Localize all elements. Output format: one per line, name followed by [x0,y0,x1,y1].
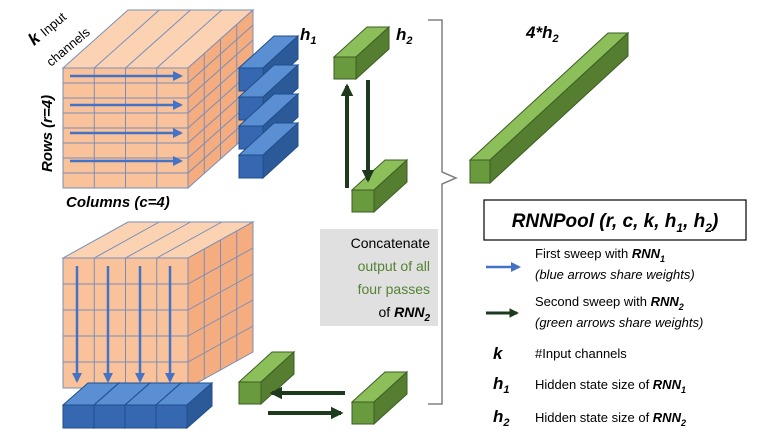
h2-green-block [350,370,409,426]
top-row-sweep-arrows [70,71,183,166]
legend-h2-symbol: h2 [493,407,510,429]
top-green-outputs [332,25,409,214]
h2-green-block [237,350,296,406]
h1-blue-stack [237,34,300,180]
legend: First sweep with RNN1 (blue arrows share… [486,246,703,429]
cube-front-face [155,404,188,429]
legend-h1-text: Hidden state size of RNN1 [535,377,686,395]
legend-h1-symbol: h1 [493,374,510,396]
concat-line4: of RNN2 [379,304,431,324]
bottom-input-tensor [61,221,255,389]
cube-front-face [62,404,95,429]
cube-front-face [124,404,157,429]
bottom-column-sweep-arrows [72,266,175,383]
cube-front-face [238,154,264,179]
cube-front-face [351,401,375,425]
long-bar-top-face [468,32,630,161]
legend-k-symbol: k [493,344,504,363]
bottom-tensor-grid [63,221,254,388]
grid-line [93,9,160,69]
label-h1: h1 [300,25,317,47]
grid-line [156,9,223,69]
concat-line3: four passes [358,281,430,297]
h2-green-block [332,25,391,81]
grid-line [125,221,191,259]
legend-second-sweep-note: (green arrows share weights) [535,315,703,330]
h1-blue-block [237,121,300,180]
bottom-green-outputs [237,350,409,426]
label-4h2: 4*h2 [525,23,559,45]
title-box [483,199,747,241]
concat-box [320,229,438,326]
legend-k-text: #Input channels [535,346,627,361]
green-cube [332,25,391,81]
green-cube [350,158,409,214]
label-rows: Rows (r=4) [39,95,56,172]
green-cube [350,370,409,426]
h2-green-block [350,158,409,214]
grid-line [94,221,160,259]
cube-front-face [351,189,375,213]
grid-line [156,221,222,259]
legend-h2-text: Hidden state size of RNN2 [535,410,686,428]
long-bar-side-face [489,31,629,185]
h1-blue-bottom-row [61,381,214,430]
legend-first-sweep: First sweep with RNN1 [535,246,665,264]
label-input: Input [37,9,69,39]
title-text: RNNPool (r, c, k, h1, h2) [512,211,719,235]
legend-second-sweep: Second sweep with RNN2 [535,294,684,312]
label-h2: h2 [396,25,413,47]
cube-front-face [238,381,262,405]
concat-line2: output of all [358,258,430,274]
cube-front-face [333,56,357,80]
legend-first-sweep-note: (blue arrows share weights) [535,267,695,282]
h1-blue-block [154,381,214,430]
concat-line1: Concatenate [351,235,431,251]
concatenated-output-bar [468,31,630,185]
cube-front-face [93,404,126,429]
label-columns: Columns (c=4) [66,194,170,211]
concat-brace [428,19,458,405]
long-bar-front-face [469,159,491,184]
grid-line [125,9,191,69]
green-cube [237,350,296,406]
